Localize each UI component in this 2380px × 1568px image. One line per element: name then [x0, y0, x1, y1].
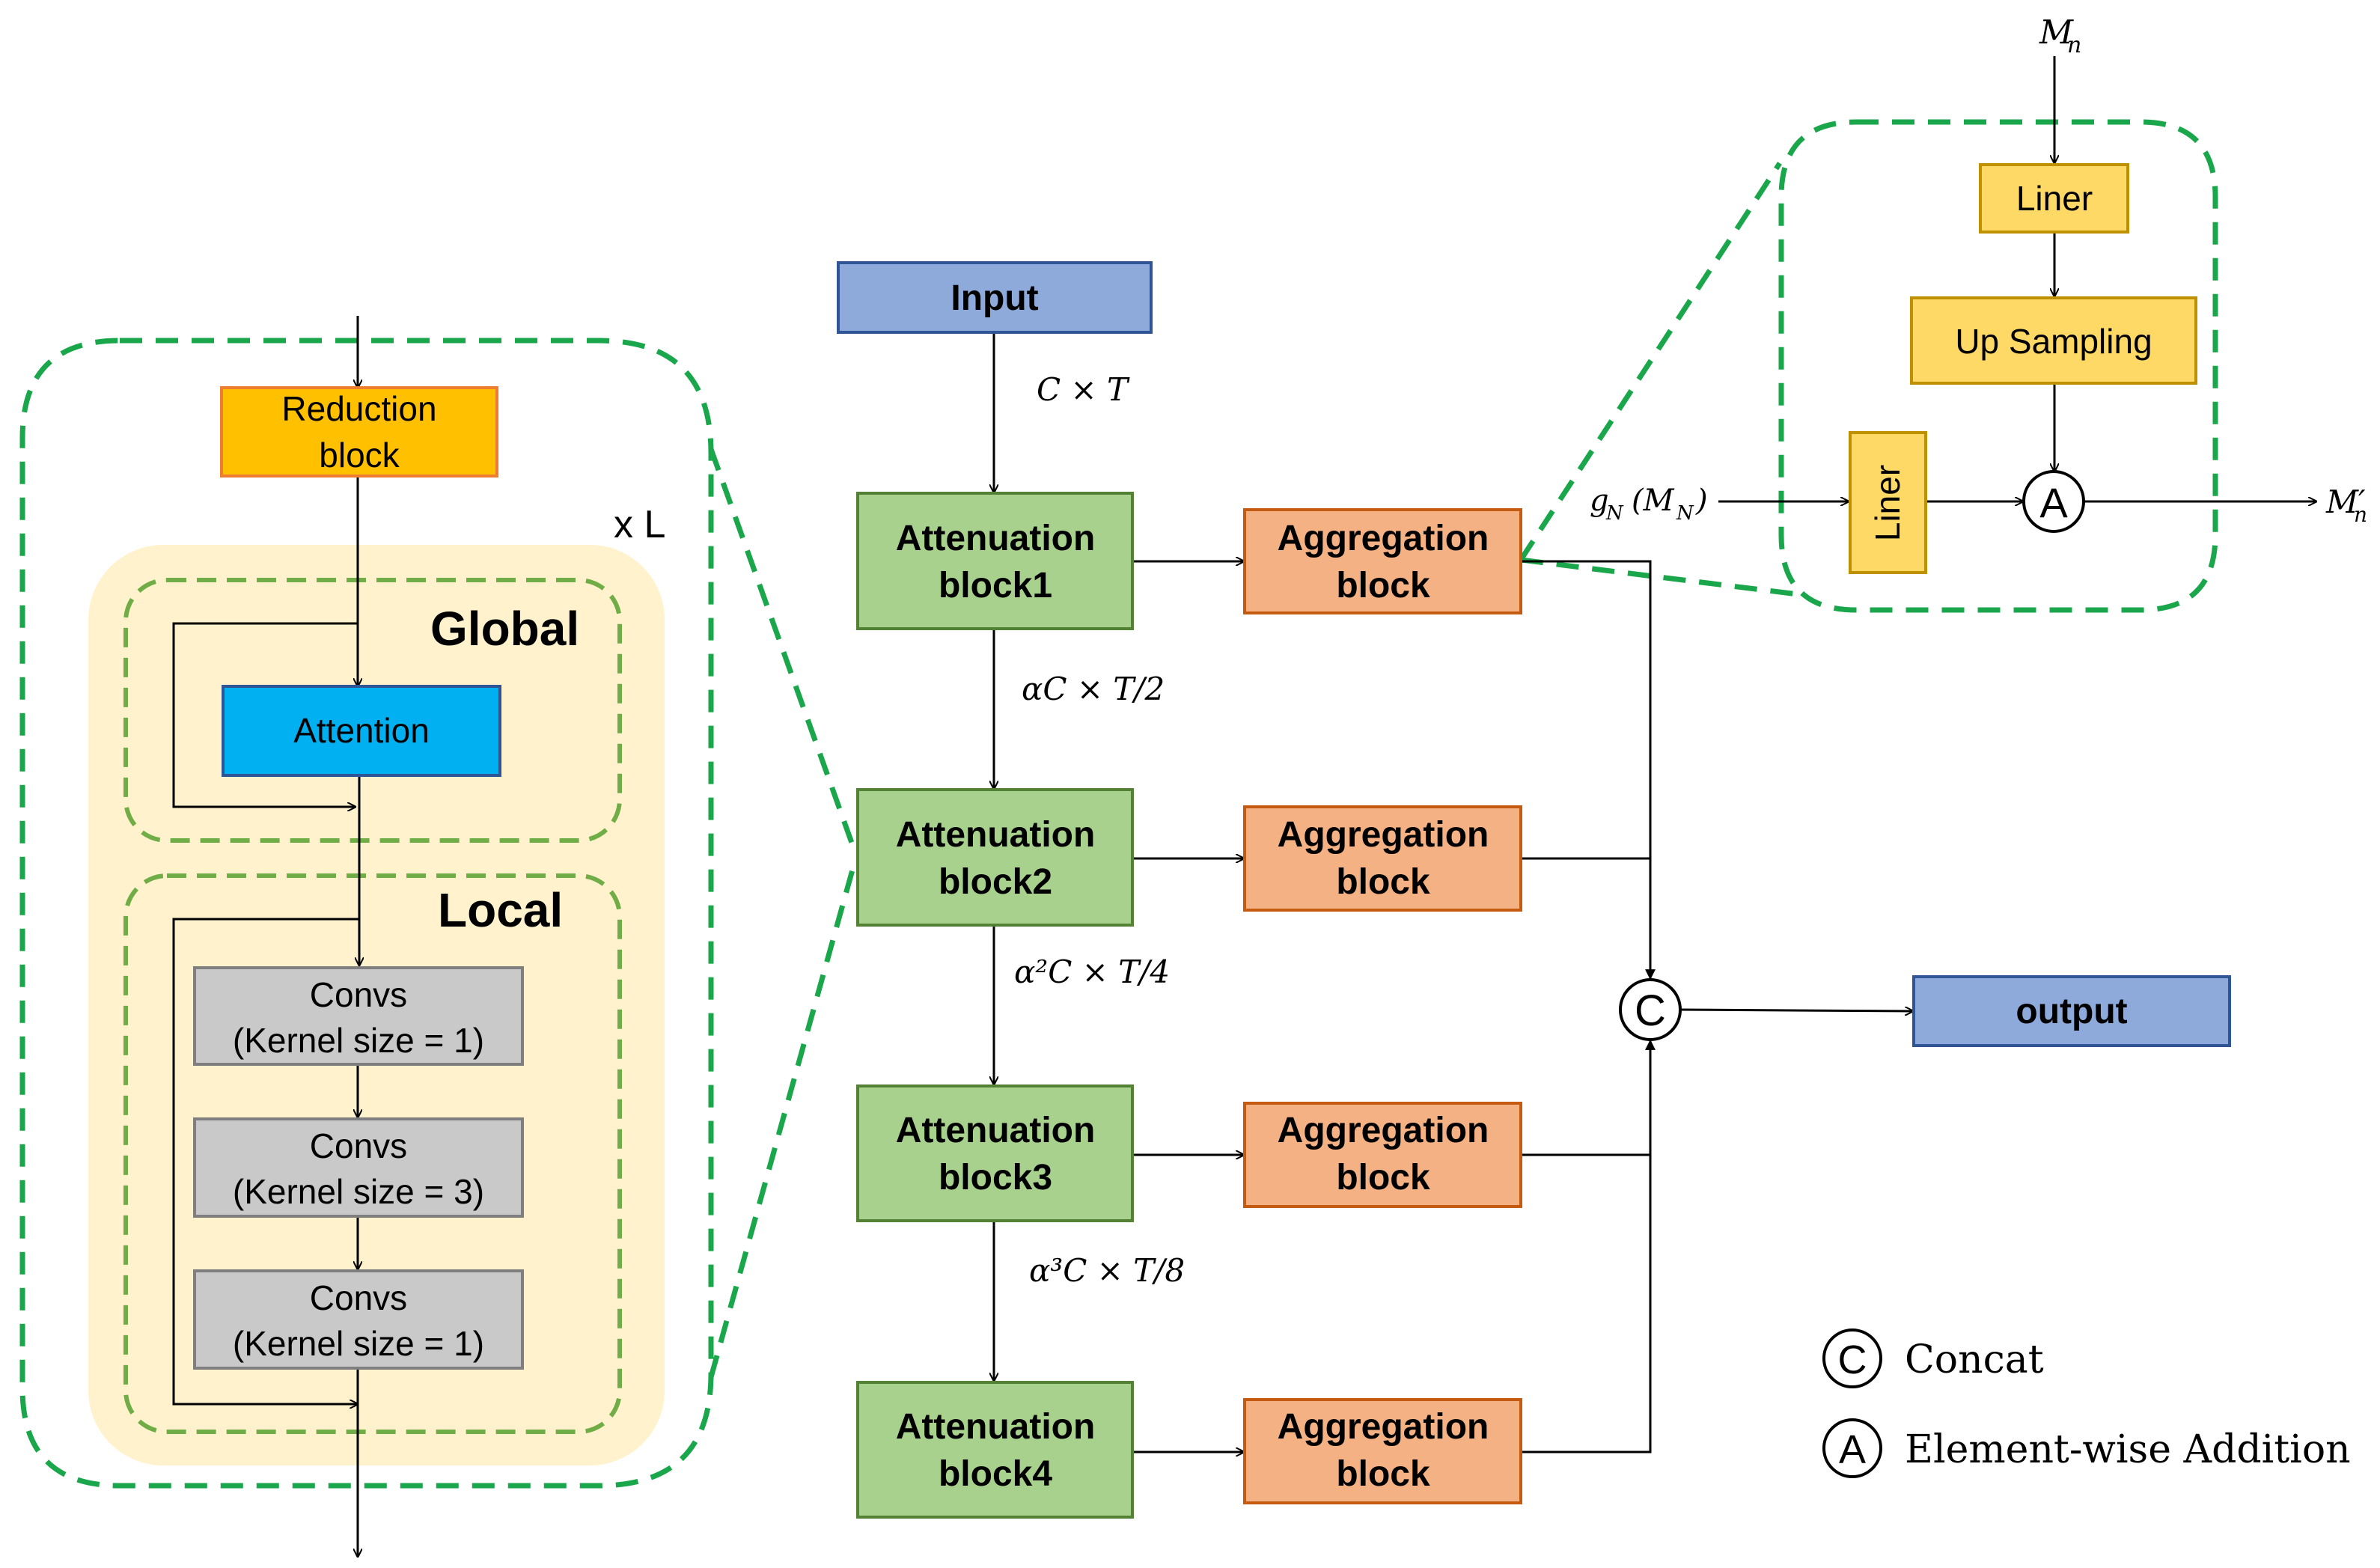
svg-text:Attenuation: Attenuation [896, 1111, 1096, 1150]
aggregation-block-2: Aggregation block [1243, 805, 1522, 912]
output-block: output [1912, 975, 2231, 1047]
aggregation-block-4: Aggregation block [1243, 1398, 1522, 1504]
upsampling-block: Up Sampling [1910, 296, 2197, 385]
svg-text:Up Sampling: Up Sampling [1955, 322, 2152, 361]
agg1-to-concat [1521, 560, 1656, 980]
svg-text:N: N [1676, 502, 1694, 525]
svg-text:): ) [1695, 483, 1708, 518]
svg-text:Attenuation: Attenuation [896, 519, 1096, 558]
legend: C Concat A Element-wise Addition [1822, 1328, 2351, 1478]
attenuation-block-3: Attenuation block3 [856, 1085, 1134, 1222]
svg-text:block2: block2 [939, 862, 1052, 902]
svg-text:Aggregation: Aggregation [1278, 519, 1489, 558]
svg-text:(Kernel size = 3): (Kernel size = 3) [233, 1172, 484, 1211]
svg-text:N: N [1605, 502, 1624, 525]
svg-text:Attenuation: Attenuation [896, 815, 1096, 855]
svg-text:Convs: Convs [310, 1126, 407, 1165]
svg-text:Aggregation: Aggregation [1278, 815, 1489, 855]
svg-text:Convs: Convs [310, 975, 407, 1014]
svg-text:Reduction: Reduction [281, 389, 436, 428]
attenuation-block-1: Attenuation block1 [856, 492, 1134, 630]
right-detail-panel: M n Liner Up Sampling Liner g N (M N ) A… [1590, 13, 2367, 613]
zoom-line-left-top [708, 448, 858, 855]
svg-text:Element-wise Addition: Element-wise Addition [1905, 1427, 2351, 1472]
svg-text:M′: M′ [2325, 483, 2366, 520]
svg-text:block: block [1336, 862, 1430, 902]
g-input-label: g N (M N ) [1590, 483, 1708, 525]
aggregation-block-3: Aggregation block [1243, 1102, 1522, 1208]
local-residual [172, 918, 359, 1404]
concat-to-output [1680, 1010, 1913, 1011]
mn-output-label: M′ n [2325, 483, 2367, 527]
repeat-label: x L [614, 503, 665, 546]
svg-text:block: block [319, 436, 400, 475]
svg-text:n: n [2354, 502, 2367, 527]
liner-block-side: Liner [1849, 431, 1927, 574]
concat-node: C [1619, 978, 1682, 1041]
dim-label-1: C × T [1037, 371, 1130, 408]
svg-text:(Kernel size = 1): (Kernel size = 1) [233, 1021, 484, 1060]
svg-text:block: block [1336, 566, 1430, 605]
dim-label-4: α³C × T/8 [1029, 1252, 1185, 1289]
mn-input-label: M n [2039, 13, 2081, 58]
svg-text:block4: block4 [939, 1454, 1052, 1494]
svg-text:Attenuation: Attenuation [896, 1407, 1096, 1447]
attenuation-block-2: Attenuation block2 [856, 788, 1134, 927]
svg-text:Liner: Liner [1868, 465, 1907, 541]
dim-label-2: αC × T/2 [1022, 671, 1165, 707]
svg-text:Convs: Convs [310, 1278, 407, 1317]
svg-text:Aggregation: Aggregation [1278, 1111, 1489, 1150]
dim-label-3: α²C × T/4 [1014, 954, 1170, 990]
svg-text:output: output [2016, 992, 2127, 1031]
svg-text:M: M [2039, 13, 2074, 52]
legend-addition: A Element-wise Addition [1822, 1418, 2351, 1478]
zoom-line-right-bottom [1520, 557, 1804, 598]
svg-text:n: n [2067, 32, 2081, 58]
svg-text:(Kernel size = 1): (Kernel size = 1) [233, 1324, 484, 1363]
addition-node: A [2022, 470, 2085, 533]
zoom-line-right-top [1519, 162, 1782, 561]
main-pipeline: Input C × T αC × T/2 α²C × T/4 α³C × T/8… [837, 261, 2231, 1519]
left-detail-panel: Reduction block x L Global Attention Loc… [19, 316, 714, 1557]
svg-text:g: g [1590, 483, 1609, 518]
svg-text:Liner: Liner [2016, 179, 2093, 218]
legend-concat: C Concat [1822, 1328, 2044, 1388]
attention-block: Attention [222, 685, 501, 777]
svg-text:block3: block3 [939, 1158, 1052, 1198]
svg-text:C: C [1635, 986, 1666, 1035]
attenuation-block-4: Attenuation block4 [856, 1381, 1134, 1519]
global-residual [172, 622, 358, 807]
agg4-to-concat [1521, 1039, 1656, 1453]
svg-text:Attention: Attention [293, 711, 430, 750]
convs-block-3: Convs (Kernel size = 1) [193, 1269, 524, 1370]
reduction-block: Reduction block [220, 386, 498, 478]
svg-text:block: block [1336, 1158, 1430, 1198]
svg-text:Input: Input [951, 278, 1038, 318]
svg-text:A: A [2039, 479, 2068, 526]
left-dashed-outline [19, 338, 714, 1489]
zoom-line-left-bottom [708, 858, 858, 1378]
convs-block-2: Convs (Kernel size = 3) [193, 1117, 524, 1218]
aggregation-block-1: Aggregation block [1243, 508, 1522, 614]
global-label: Global [430, 602, 579, 656]
input-block: Input [837, 261, 1153, 334]
right-dashed-outline [1778, 119, 2218, 613]
local-label: Local [438, 883, 563, 937]
svg-text:Concat: Concat [1905, 1337, 2044, 1382]
liner-block-top: Liner [1979, 163, 2129, 234]
svg-text:(M: (M [1632, 483, 1675, 518]
svg-text:block1: block1 [939, 566, 1052, 605]
convs-block-1: Convs (Kernel size = 1) [193, 966, 524, 1066]
svg-text:block: block [1336, 1454, 1430, 1494]
svg-text:Aggregation: Aggregation [1278, 1407, 1489, 1447]
svg-text:A: A [1839, 1427, 1866, 1472]
svg-text:C: C [1838, 1337, 1867, 1382]
